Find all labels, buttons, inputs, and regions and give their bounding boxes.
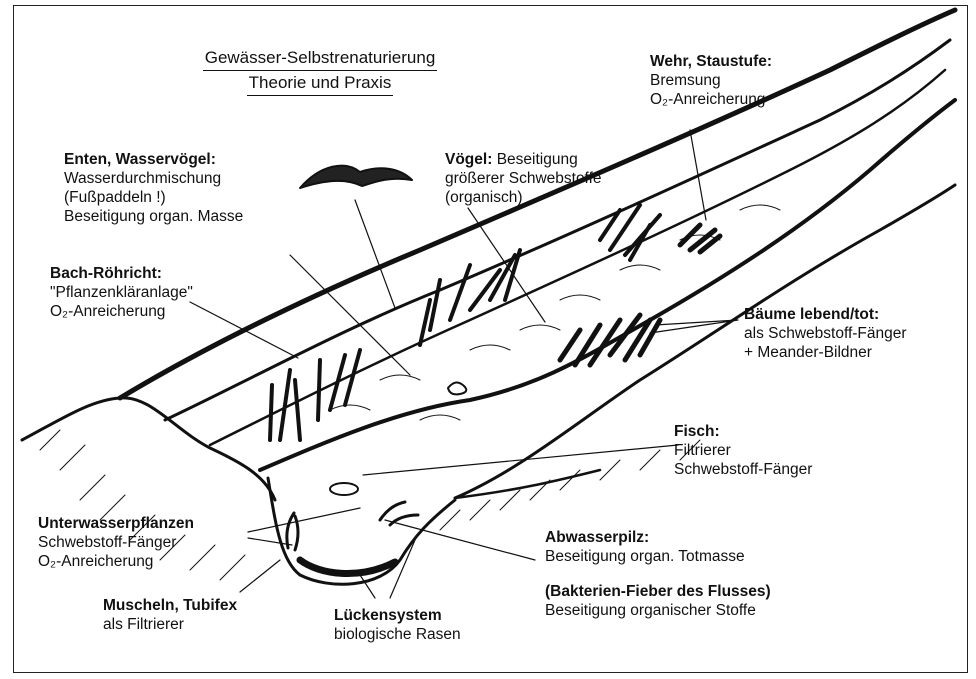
label-abwasser: Abwasserpilz: Beseitigung organ. Totmass… bbox=[545, 528, 745, 566]
label-fisch: Fisch: Filtrierer Schwebstoff-Fänger bbox=[674, 422, 812, 479]
diagram-title: Gewässer-Selbstrenaturierung Theorie und… bbox=[140, 46, 500, 96]
label-unterwasser: Unterwasserpflanzen Schwebstoff-Fänger O… bbox=[38, 514, 194, 571]
label-baeume: Bäume lebend/tot: als Schwebstoff-Fänger… bbox=[744, 305, 907, 362]
left-hill bbox=[22, 398, 275, 500]
duck-shape bbox=[448, 382, 466, 394]
label-wehr: Wehr, Staustufe: Bremsung O₂-Anreicherun… bbox=[650, 52, 772, 109]
reeds-left bbox=[270, 350, 360, 440]
title-line-2: Theorie und Praxis bbox=[247, 71, 394, 96]
tree-upper bbox=[600, 205, 660, 260]
riverbed bbox=[300, 560, 395, 574]
pointer-voegel bbox=[468, 208, 545, 322]
pointer-fisch bbox=[363, 445, 678, 475]
near-bank-line bbox=[260, 100, 955, 470]
bird-shape bbox=[300, 166, 412, 188]
right-ground bbox=[455, 470, 600, 498]
label-bakterien: (Bakterien-Fieber des Flusses) Beseitigu… bbox=[545, 582, 771, 620]
pointer-wehr bbox=[690, 130, 706, 220]
weir-structure bbox=[680, 225, 720, 252]
label-muscheln: Muscheln, Tubifex als Filtrierer bbox=[103, 596, 237, 634]
pointer-abwasser bbox=[385, 520, 535, 560]
pointer-bird bbox=[355, 200, 395, 308]
water-waves bbox=[330, 205, 780, 420]
inner-bank-line bbox=[165, 40, 950, 420]
pointer-muscheln bbox=[240, 560, 280, 592]
plants-upper bbox=[420, 250, 520, 345]
label-enten: Enten, Wasservögel: Wasserdurchmischung … bbox=[64, 150, 243, 226]
label-bach: Bach-Röhricht: "Pflanzenkläranlage" O₂-A… bbox=[50, 264, 193, 321]
title-line-1: Gewässer-Selbstrenaturierung bbox=[203, 46, 438, 71]
fish-shape bbox=[330, 483, 358, 495]
label-luecken: Lückensystem biologische Rasen bbox=[334, 606, 461, 644]
label-voegel: Vögel: Beseitigung größerer Schwebstoffe… bbox=[445, 150, 602, 207]
pointer-enten bbox=[290, 255, 410, 375]
pointer-unter bbox=[248, 508, 360, 545]
